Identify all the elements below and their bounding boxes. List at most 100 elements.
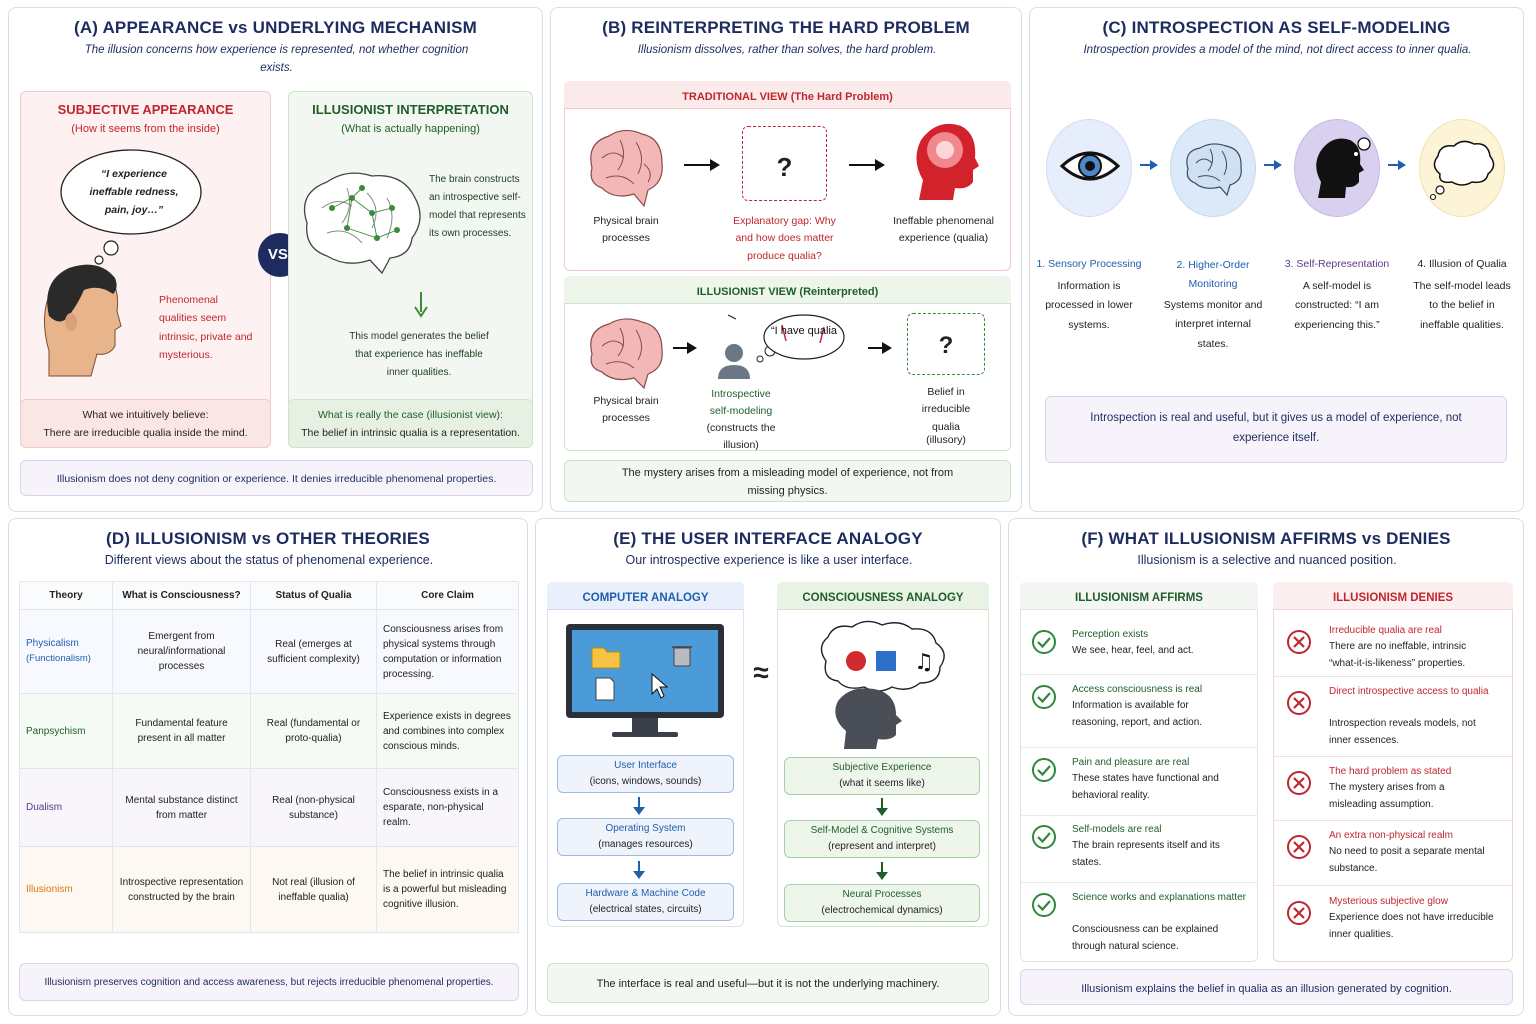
table-row: Dualism <box>19 768 113 847</box>
x-circle-icon <box>1287 630 1311 654</box>
theory-name: Physicalism <box>26 638 79 650</box>
arrow-right-icon <box>1140 160 1158 170</box>
table-row: Physicalism (Functionalism) <box>19 609 113 694</box>
belief-box <box>20 399 271 448</box>
claim-cell: Experience exists in degrees and combine… <box>376 693 519 769</box>
head-with-thought-icon: ♫ <box>820 620 945 749</box>
illusionist-note-1: The brain constructs an introspective se… <box>429 174 526 239</box>
eye-icon <box>1059 151 1121 181</box>
computer-analogy-header <box>547 582 744 610</box>
arrow-down-icon <box>414 292 428 318</box>
gap-qmark: ? <box>776 152 793 182</box>
traditional-view-header <box>564 81 1011 109</box>
panel-e-footer <box>547 963 989 1003</box>
arrow-right-icon <box>1388 160 1406 170</box>
divider <box>1021 674 1257 675</box>
computer-layer-2 <box>557 818 734 856</box>
panel-d-subtitle: Different views about the status of phen… <box>104 553 434 567</box>
step-4-text: The self-model leads to the belief in in… <box>1413 280 1511 331</box>
case-box <box>288 399 533 448</box>
deny-title: Irreducible qualia are real <box>1329 625 1442 636</box>
divider <box>1274 820 1512 821</box>
computer-layer-2-desc: (manages resources) <box>598 839 693 850</box>
arrow-down-icon <box>633 797 645 815</box>
x-circle-icon <box>1287 835 1311 859</box>
brain-network-icon <box>303 172 421 275</box>
consciousness-layer-3-desc: (electrochemical dynamics) <box>821 905 943 916</box>
illusionist-view-header <box>564 276 1011 304</box>
x-circle-icon <box>1287 901 1311 925</box>
person-thinking-icon <box>718 314 845 379</box>
what-cell: Introspective representation constructed… <box>112 846 251 933</box>
divider <box>1274 756 1512 757</box>
panel-f-title: (F) WHAT ILLUSIONISM AFFIRMS vs DENIES <box>1081 529 1451 548</box>
computer-layer-1 <box>557 755 734 793</box>
denies-column <box>1273 582 1513 962</box>
traditional-title: TRADITIONAL VIEW (The Hard Problem) <box>682 91 893 103</box>
panel-b-footer <box>564 460 1011 502</box>
x-circle-icon <box>1287 691 1311 715</box>
computer-layer-1-name: User Interface <box>614 760 677 771</box>
panel-a: (A) APPEARANCE vs UNDERLYING MECHANISM T… <box>8 7 543 512</box>
panel-a-footer-text: Illusionism does not deny cognition or e… <box>56 473 497 485</box>
table-row: Illusionism <box>19 846 113 933</box>
computer-layer-3-name: Hardware & Machine Code <box>585 888 706 899</box>
computer-analogy-title: COMPUTER ANALOGY <box>582 592 709 604</box>
consciousness-layer-1-desc: (what it seems like) <box>839 778 925 789</box>
panel-e-title: (E) THE USER INTERFACE ANALOGY <box>613 529 923 548</box>
ill-model-label: Introspective self-modeling <box>709 388 773 418</box>
affirm-text: Consciousness can be explained through n… <box>1072 924 1219 952</box>
affirm-text: Information is available for reasoning, … <box>1072 700 1203 728</box>
affirm-title: Science works and explanations matter <box>1072 892 1246 903</box>
panel-d-title: (D) ILLUSIONISM vs OTHER THEORIES <box>106 529 430 548</box>
panel-f-footer-text: Illusionism explains the belief in quali… <box>1081 983 1452 995</box>
check-circle-icon <box>1032 758 1056 782</box>
thought-text: “I experience ineffable redness, pain, j… <box>89 168 179 216</box>
deny-title: Mysterious subjective glow <box>1329 896 1448 907</box>
consciousness-layer-1-name: Subjective Experience <box>832 762 932 773</box>
ill-brain-label: Physical brain processes <box>593 395 659 425</box>
divider <box>1274 676 1512 677</box>
panel-e-footer-text: The interface is real and useful—but it … <box>596 978 940 990</box>
brain-icon <box>1186 143 1242 197</box>
step-3-title: 3. Self-Representation <box>1284 258 1390 270</box>
panel-b-footer-text: The mystery arises from a misleading mod… <box>621 467 954 498</box>
theory-subname: (Functionalism) <box>26 653 91 665</box>
step-1-title: 1. Sensory Processing <box>1036 258 1142 270</box>
monitor-icon <box>566 624 724 737</box>
affirm-title: Self-models are real <box>1072 824 1162 835</box>
arrow-down-icon <box>876 862 888 880</box>
panel-f-footer <box>1020 969 1513 1005</box>
panel-b: (B) REINTERPRETING THE HARD PROBLEM Illu… <box>550 7 1022 512</box>
computer-layer-1-desc: (icons, windows, sounds) <box>589 776 702 787</box>
col-header-theory: Theory <box>19 581 113 610</box>
claim-cell: Consciousness exists in a esparate, non-… <box>376 768 519 847</box>
check-circle-icon <box>1032 825 1056 849</box>
col-header-what: What is Consciousness? <box>112 581 251 610</box>
belief-text: There are irreducible qualia inside the … <box>43 427 248 439</box>
denies-title: ILLUSIONISM DENIES <box>1332 592 1454 604</box>
what-cell: Fundamental feature present in all matte… <box>112 693 251 769</box>
case-text: The belief in intrinsic qualia is a repr… <box>301 427 520 439</box>
affirm-text: The brain represents itself and its stat… <box>1072 840 1220 868</box>
status-cell: Real (fundamental or proto-qualia) <box>250 693 377 769</box>
panel-d-footer <box>19 963 519 1001</box>
head-silhouette-icon <box>1316 137 1371 198</box>
affirm-text: We see, hear, feel, and act. <box>1072 645 1194 656</box>
divider <box>1274 885 1512 886</box>
empty-thought-bubble-icon <box>1429 140 1495 201</box>
consciousness-layer-2 <box>784 820 980 858</box>
belief-title: What we intuitively believe: <box>82 409 209 421</box>
step-2-text: Systems monitor and interpret internal s… <box>1163 299 1263 350</box>
illusionist-subtitle: (What is actually happening) <box>341 123 480 135</box>
panel-e-subtitle: Our introspective experience is like a u… <box>625 553 913 567</box>
belief-qmark: ? <box>938 332 954 359</box>
panel-c-subtitle: Introspection provides a model of the mi… <box>1083 44 1472 56</box>
consciousness-analogy-header <box>777 582 989 610</box>
deny-title: Direct introspective access to qualia <box>1329 686 1489 697</box>
panel-d-footer-text: Illusionism preserves cognition and acce… <box>44 977 494 988</box>
arrow-right-icon <box>673 342 697 354</box>
status-cell: Not real (illusion of ineffable qualia) <box>250 846 377 933</box>
panel-a-title: (A) APPEARANCE vs UNDERLYING MECHANISM <box>73 18 478 37</box>
panel-b-subtitle: Illusionism dissolves, rather than solve… <box>637 44 937 56</box>
